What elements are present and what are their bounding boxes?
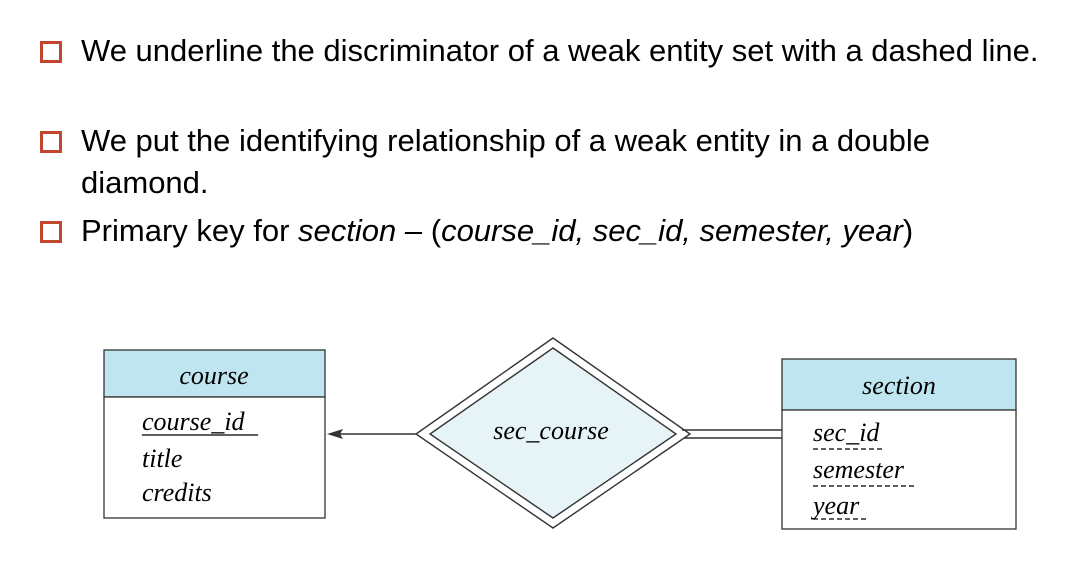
entity-section-header bbox=[781, 358, 1017, 411]
arrowhead-icon bbox=[327, 429, 343, 439]
relationship-sec-course: sec_course bbox=[414, 337, 692, 529]
bullet-prefix: Primary key for bbox=[81, 213, 299, 248]
checkbox-bullet-icon bbox=[40, 131, 62, 153]
attr-sec-id: sec_id bbox=[813, 418, 880, 447]
entity-course: course course_id title credits bbox=[103, 349, 326, 519]
bullet-text: We put the identifying relationship of a… bbox=[81, 123, 931, 200]
checkbox-bullet-icon bbox=[40, 221, 62, 243]
bullet-text: Primary key for section – (course_id, se… bbox=[81, 210, 1041, 252]
bullet-dash: – ( bbox=[396, 213, 442, 248]
checkbox-bullet-icon bbox=[40, 41, 62, 63]
attr-title: title bbox=[142, 444, 182, 473]
relationship-label: sec_course bbox=[493, 416, 609, 445]
entity-course-title: course bbox=[179, 361, 248, 390]
attr-credits: credits bbox=[142, 478, 212, 507]
entity-section-body bbox=[781, 409, 1017, 530]
attr-course-id: course_id bbox=[142, 407, 246, 436]
bullet-text: We underline the discriminator of a weak… bbox=[81, 33, 1039, 68]
attr-year: year bbox=[810, 491, 860, 520]
entity-section: section sec_id semester year bbox=[781, 358, 1017, 530]
primary-key-list: course_id, sec_id, semester, year bbox=[441, 213, 903, 248]
entity-name: section bbox=[298, 213, 397, 248]
entity-course-body bbox=[103, 396, 326, 519]
relationship-inner-diamond bbox=[428, 347, 678, 519]
entity-section-title: section bbox=[862, 371, 936, 400]
entity-course-header bbox=[103, 349, 326, 398]
attr-semester: semester bbox=[813, 455, 905, 484]
bullet-suffix: ) bbox=[902, 213, 914, 248]
